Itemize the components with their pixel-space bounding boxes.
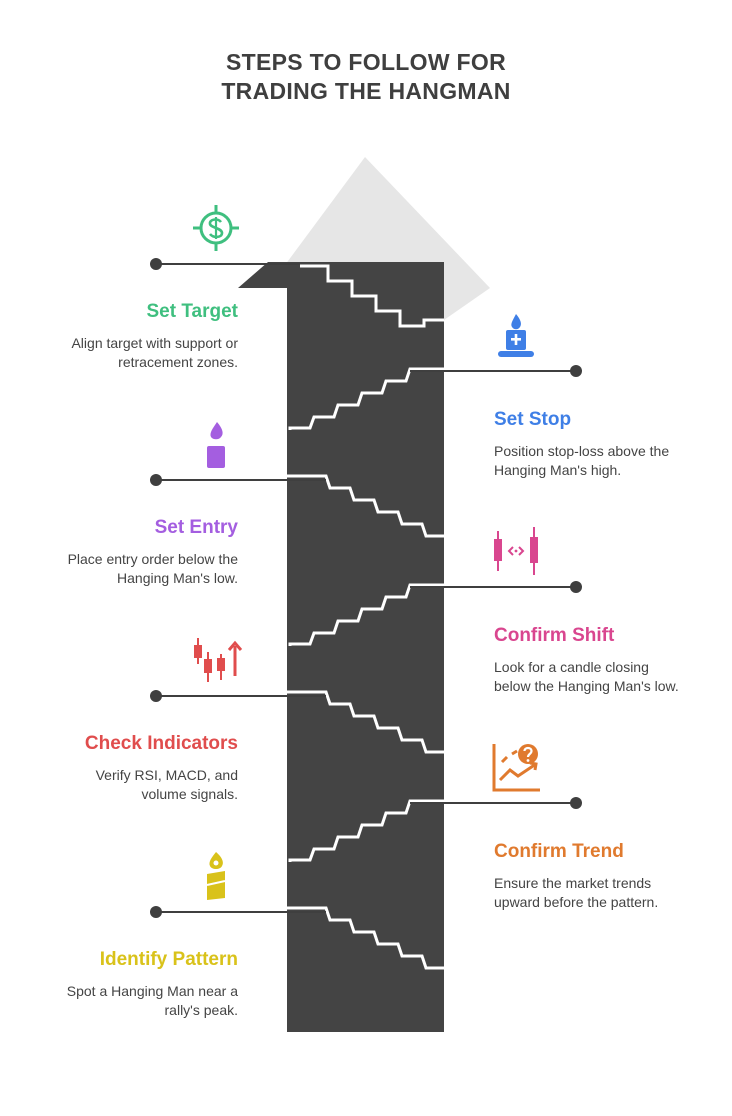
step-desc-confirm-shift: Look for a candle closing below the Hang… (494, 658, 704, 696)
pattern-candle-icon (206, 852, 226, 900)
connector-dot-set-entry (150, 474, 162, 486)
stair-flight-6 (288, 799, 444, 862)
step-desc-set-stop-line-2: Hanging Man's high. (494, 462, 622, 478)
step-desc-set-stop-line-1: Position stop-loss above the (494, 443, 670, 459)
stair-flight-3 (287, 474, 444, 538)
page-title-line-1: STEPS TO FOLLOW FOR (226, 49, 506, 75)
step-desc-confirm-trend: Ensure the market trends upward before t… (494, 874, 704, 912)
stair-flight-5 (287, 690, 444, 754)
step-title-confirm-trend: Confirm Trend (494, 841, 624, 862)
step-desc-set-target-line-2: retracement zones. (118, 354, 238, 370)
step-title-set-stop: Set Stop (494, 409, 572, 430)
connectors (150, 258, 582, 918)
step-desc-set-stop: Position stop-loss above the Hanging Man… (494, 442, 704, 480)
step-title-check-indicators: Check Indicators (84, 733, 238, 754)
step-title-set-entry: Set Entry (154, 517, 238, 538)
entry-candle-icon (207, 422, 225, 468)
step-desc-confirm-shift-line-1: Look for a candle closing (494, 659, 649, 675)
step-title-identify-pattern: Identify Pattern (99, 949, 238, 970)
connector-dot-check-indicators (150, 690, 162, 702)
staircase-body (238, 262, 444, 1032)
step-desc-confirm-trend-line-1: Ensure the market trends (494, 875, 652, 891)
step-desc-check-indicators-line-2: volume signals. (141, 786, 239, 802)
step-desc-set-target-line-1: Align target with support or (71, 335, 238, 351)
step-desc-identify-pattern-line-1: Spot a Hanging Man near a (66, 983, 238, 999)
step-title-confirm-shift: Confirm Shift (494, 625, 615, 646)
step-desc-set-target: Align target with support or retracement… (28, 334, 238, 372)
stair-flight-2 (288, 367, 444, 430)
connector-dot-set-stop (570, 365, 582, 377)
stair-flight-7 (287, 906, 444, 970)
step-desc-set-entry-line-1: Place entry order below the (67, 551, 238, 567)
step-desc-identify-pattern: Spot a Hanging Man near a rally's peak. (28, 982, 238, 1020)
stair-flight-4 (288, 583, 444, 646)
stair-flight-1 (300, 264, 444, 328)
trend-question-icon (492, 744, 540, 792)
step-desc-confirm-trend-line-2: upward before the pattern. (494, 894, 659, 910)
connector-dot-confirm-shift (570, 581, 582, 593)
step-desc-identify-pattern-line-2: rally's peak. (164, 1002, 238, 1018)
page-title: STEPS TO FOLLOW FOR TRADING THE HANGMAN (0, 48, 732, 106)
step-desc-set-entry: Place entry order below the Hanging Man'… (28, 550, 238, 588)
indicator-candles-icon (194, 638, 243, 682)
connector-dot-identify-pattern (150, 906, 162, 918)
step-desc-check-indicators-line-1: Verify RSI, MACD, and (95, 767, 238, 783)
connector-dot-set-target (150, 258, 162, 270)
page-title-line-2: TRADING THE HANGMAN (221, 78, 511, 104)
stair-steps (287, 264, 444, 970)
dollar-target-icon (193, 205, 239, 251)
step-desc-set-entry-line-2: Hanging Man's low. (117, 570, 238, 586)
step-desc-check-indicators: Verify RSI, MACD, and volume signals. (28, 766, 238, 804)
step-title-set-target: Set Target (146, 301, 238, 322)
stop-candle-icon (498, 314, 534, 357)
step-desc-confirm-shift-line-2: below the Hanging Man's low. (494, 678, 679, 694)
candle-shift-icon (494, 527, 538, 575)
connector-dot-confirm-trend (570, 797, 582, 809)
